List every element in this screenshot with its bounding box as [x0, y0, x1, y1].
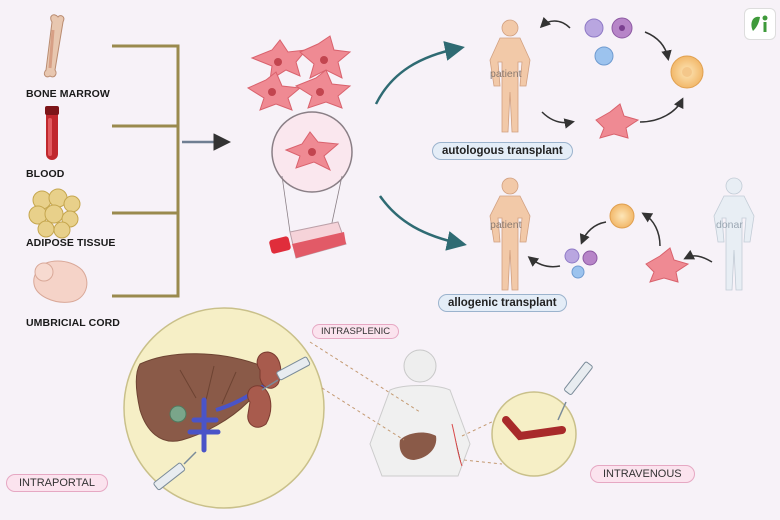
bone-icon	[43, 14, 65, 78]
source-label-blood: BLOOD	[26, 168, 65, 180]
fat-cells-icon	[28, 188, 81, 239]
patient-figure-icon	[489, 19, 531, 133]
intraportal-label: INTRAPORTAL	[6, 474, 108, 492]
recipient-figure-icon	[489, 177, 531, 291]
blood-tube-icon	[45, 106, 59, 160]
autologous-patient-label: patient	[490, 68, 522, 80]
connector-lines	[309, 341, 503, 465]
intrasplenic-syringe-icon	[261, 356, 311, 391]
donor-label: donar	[716, 219, 743, 231]
intrasplenic-label: INTRASPLENIC	[312, 324, 400, 339]
magnified-cell-icon	[271, 111, 353, 233]
donor-figure-icon	[713, 177, 755, 291]
allogenic-transplant-label: allogenic transplant	[438, 294, 567, 312]
autologous-transplant-label: autologous transplant	[432, 142, 573, 160]
intraportal-syringe-icon	[153, 451, 197, 491]
fetus-icon	[33, 260, 88, 303]
autologous-cycle	[539, 16, 704, 139]
source-label-adipose: ADIPOSE TISSUE	[26, 237, 116, 249]
source-bracket	[112, 44, 180, 298]
culture-flask-icon	[269, 221, 347, 259]
to-allogenic-arrow	[378, 195, 467, 251]
to-autologous-arrow	[374, 41, 465, 105]
allogenic-cycle	[527, 203, 713, 283]
liver-magnifier	[123, 307, 325, 509]
intravenous-label: INTRAVENOUS	[590, 465, 695, 483]
source-label-bone-marrow: BONE MARROW	[26, 88, 110, 100]
vein-magnifier	[491, 361, 593, 477]
msc-cluster-icon	[246, 35, 352, 111]
logo-icon	[744, 8, 776, 40]
torso-figure-icon	[369, 349, 471, 477]
source-label-umbilical: UMBRICIAL CORD	[26, 317, 120, 329]
allogenic-patient-label: patient	[490, 219, 522, 231]
